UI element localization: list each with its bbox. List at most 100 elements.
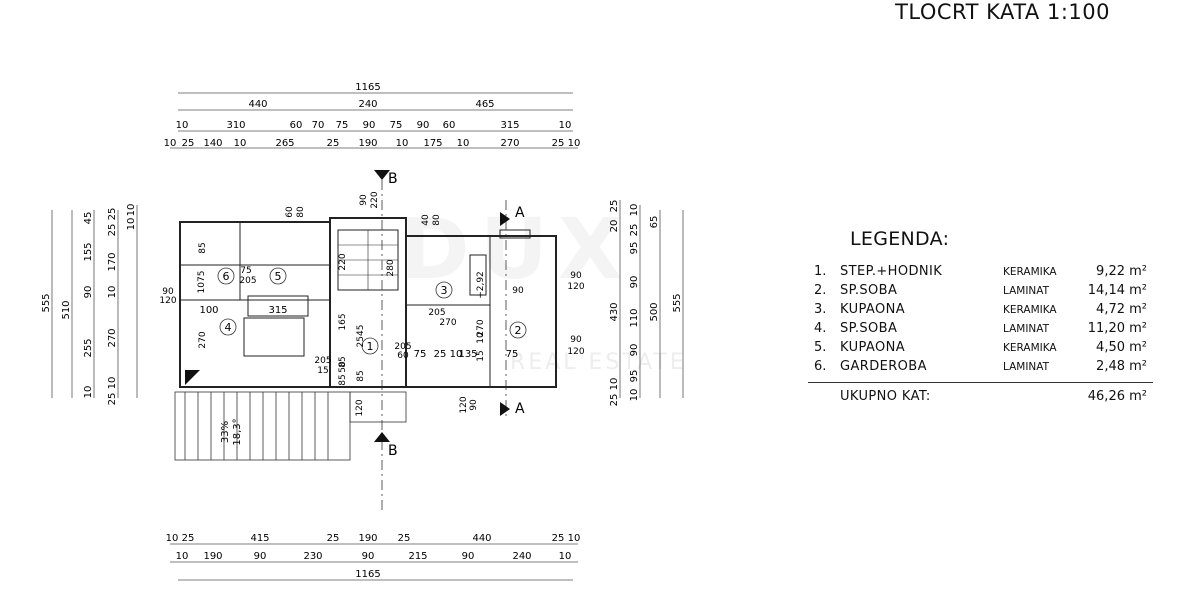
legend-divider bbox=[808, 382, 1153, 383]
legend-material: LAMINAT bbox=[1003, 323, 1050, 335]
legend-material: KERAMIKA bbox=[1003, 342, 1057, 354]
dim-label: 25 bbox=[552, 138, 565, 149]
dim-label: 10 bbox=[126, 204, 137, 217]
dim-top-mid-3: 465 bbox=[475, 99, 494, 110]
legend-material: LAMINAT bbox=[1003, 285, 1050, 297]
dim-label: 120 bbox=[567, 282, 584, 292]
dim-label: 120 bbox=[567, 347, 584, 357]
dim-bottom-row1: 10 25 415 25 190 25 440 25 10 bbox=[166, 533, 581, 544]
legend-num: 1. bbox=[814, 264, 827, 279]
dim-label: 75 bbox=[336, 120, 349, 131]
dim-top-mid-1: 440 bbox=[248, 99, 267, 110]
dim-label: 110 bbox=[629, 308, 640, 327]
dim-label: 60 bbox=[290, 120, 303, 131]
dim-label: 85 bbox=[338, 374, 348, 385]
dim-top-row2: 10 310 60 70 75 90 75 90 60 315 10 bbox=[176, 120, 572, 131]
legend-material: LAMINAT bbox=[1003, 361, 1050, 373]
dim-label: 75 bbox=[390, 120, 403, 131]
dim-label: 175 bbox=[423, 138, 442, 149]
dim-label: 70 bbox=[312, 120, 325, 131]
room-number-1: 1 bbox=[367, 340, 374, 353]
dim-label: 215 bbox=[408, 551, 427, 562]
dim-label: 25 bbox=[107, 393, 118, 406]
legend-total-area: 46,26 m² bbox=[1087, 389, 1147, 404]
dim-label: 85 bbox=[356, 370, 366, 381]
dim-label: 230 bbox=[303, 551, 322, 562]
dim-label: 165 bbox=[338, 313, 348, 330]
dim-label: 65 bbox=[649, 216, 660, 229]
dim-label: 90 bbox=[512, 286, 524, 296]
legend-num: 3. bbox=[814, 302, 827, 317]
legend: LEGENDA: 1. STEP.+HODNIK KERAMIKA 9,22 m… bbox=[808, 228, 1153, 408]
dim-label: 10 bbox=[164, 138, 177, 149]
dim-label: 120 bbox=[159, 296, 176, 306]
dim-label: 10 bbox=[559, 551, 572, 562]
dim-label: +2,92 bbox=[476, 271, 486, 299]
legend-area: 4,50 m² bbox=[1096, 340, 1147, 355]
dim-label: 270 bbox=[107, 328, 118, 347]
dim-label: 60 bbox=[285, 206, 295, 218]
dim-label: 90 bbox=[462, 551, 475, 562]
dim-label: 10 bbox=[107, 286, 118, 299]
legend-area: 2,48 m² bbox=[1096, 359, 1147, 374]
dim-label: 85 bbox=[338, 356, 348, 367]
legend-row: 1. STEP.+HODNIK KERAMIKA 9,22 m² bbox=[808, 264, 1153, 283]
dim-label: 190 bbox=[358, 138, 377, 149]
dim-label: 10 bbox=[176, 551, 189, 562]
legend-name: SP.SOBA bbox=[840, 321, 898, 336]
legend-name: KUPAONA bbox=[840, 302, 906, 317]
legend-num: 2. bbox=[814, 283, 827, 298]
dim-bottom-total: 1165 bbox=[355, 569, 380, 580]
legend-num: 6. bbox=[814, 359, 827, 374]
dim-label: 90 bbox=[363, 120, 376, 131]
dim-label: 315 bbox=[268, 305, 287, 316]
dim-label: 10 bbox=[609, 378, 620, 391]
dim-label: 415 bbox=[250, 533, 269, 544]
legend-area: 4,72 m² bbox=[1096, 302, 1147, 317]
legend-row: 4. SP.SOBA LAMINAT 11,20 m² bbox=[808, 321, 1153, 340]
dim-label: 430 bbox=[609, 302, 620, 321]
dim-label: 50 bbox=[338, 361, 348, 373]
dim-label: 90 bbox=[362, 551, 375, 562]
dim-top-total: 1165 bbox=[355, 82, 380, 93]
dim-label: 25 bbox=[107, 224, 118, 237]
legend-name: SP.SOBA bbox=[840, 283, 898, 298]
legend-area: 9,22 m² bbox=[1096, 264, 1147, 279]
legend-row: 2. SP.SOBA LAMINAT 14,14 m² bbox=[808, 283, 1153, 302]
dim-label: 95 bbox=[629, 370, 640, 383]
dim-top-mid-2: 240 bbox=[358, 99, 377, 110]
dim-label: 60 bbox=[397, 351, 409, 361]
dim-label: 25 bbox=[434, 349, 447, 360]
section-mark-b-bottom: B bbox=[388, 443, 398, 459]
legend-total-row: UKUPNO KAT: 46,26 m² bbox=[808, 389, 1153, 408]
dim-label: 500 bbox=[649, 302, 660, 321]
legend-title: LEGENDA: bbox=[850, 228, 950, 250]
legend-material: KERAMIKA bbox=[1003, 304, 1057, 316]
dim-left: 555 510 45 155 90 255 10 25 25 170 10 27… bbox=[41, 204, 137, 406]
dim-label: 10 bbox=[629, 389, 640, 402]
room-number-4: 4 bbox=[225, 321, 232, 334]
room-numbers: 1 2 3 4 5 6 bbox=[217, 267, 527, 355]
dim-label: 75 bbox=[240, 266, 251, 276]
dim-label: 10 bbox=[176, 120, 189, 131]
dim-label: 440 bbox=[472, 533, 491, 544]
dim-label: 120 bbox=[355, 399, 365, 416]
dim-label: 25 bbox=[609, 394, 620, 407]
dim-label: 100 bbox=[199, 305, 218, 316]
dim-label: 220 bbox=[370, 191, 380, 208]
dim-label: 280 bbox=[386, 259, 396, 276]
section-mark-a-bottom: A bbox=[515, 401, 525, 417]
dim-label: 25 bbox=[552, 533, 565, 544]
dim-label: 25 bbox=[182, 533, 195, 544]
dim-label: 10 bbox=[234, 138, 247, 149]
legend-row: 5. KUPAONA KERAMIKA 4,50 m² bbox=[808, 340, 1153, 359]
dim-label: 135 bbox=[458, 349, 477, 360]
dim-label: 155 bbox=[83, 242, 94, 261]
dim-label: 25 bbox=[629, 224, 640, 237]
dim-right: 25 20 430 10 25 10 25 95 90 110 90 95 10… bbox=[609, 200, 683, 407]
dim-label: 85 bbox=[198, 242, 208, 253]
drawing-title: TLOCRT KATA 1:100 bbox=[895, 0, 1110, 24]
room-number-2: 2 bbox=[515, 324, 522, 337]
dim-label: 25 bbox=[609, 200, 620, 213]
interior-dims: 60 80 90 220 40 80 220 280 85 1075 75 20… bbox=[159, 191, 524, 445]
